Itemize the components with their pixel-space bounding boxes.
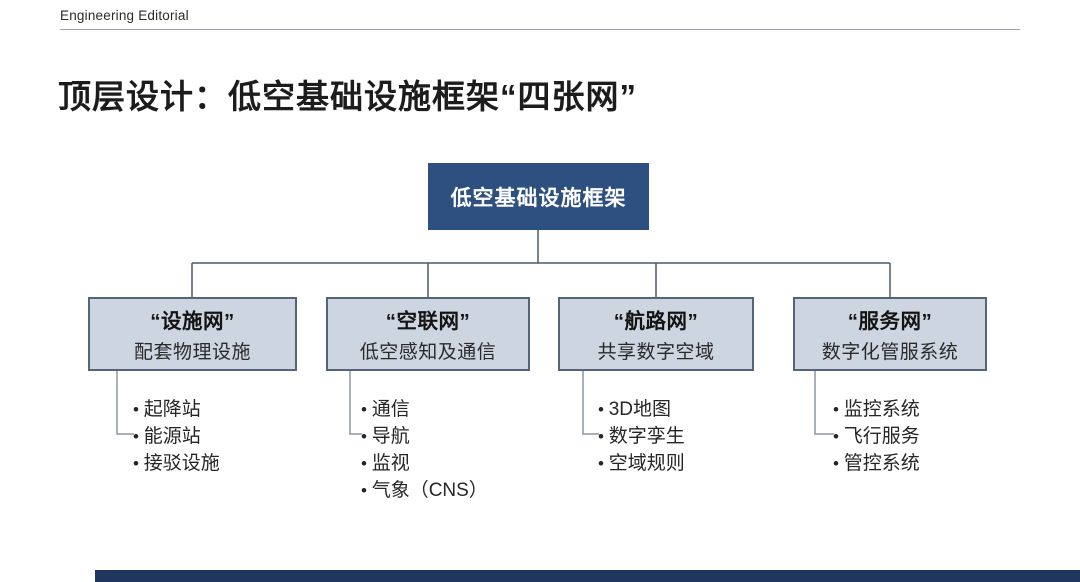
list-item: 起降站 bbox=[133, 396, 220, 423]
root-node-box: 低空基础设施框架 bbox=[428, 163, 649, 230]
list-item: 监视 bbox=[361, 450, 488, 477]
list-item: 接驳设施 bbox=[133, 450, 220, 477]
list-item: 导航 bbox=[361, 423, 488, 450]
branch-list-route-network: 3D地图 数字孪生 空域规则 bbox=[598, 396, 685, 477]
branch-subtitle: 配套物理设施 bbox=[133, 342, 251, 363]
branch-list-facility-network: 起降站 能源站 接驳设施 bbox=[133, 396, 220, 477]
branch-name: “设施网” bbox=[150, 310, 235, 333]
branch-name: “空联网” bbox=[385, 310, 471, 333]
list-item: 数字孪生 bbox=[598, 423, 685, 450]
list-item: 通信 bbox=[361, 396, 488, 423]
branch-list-air-link-network: 通信 导航 监视 气象（CNS） bbox=[361, 396, 488, 504]
footer-accent-bar bbox=[95, 570, 1080, 582]
branch-box-air-link-network: “空联网” 低空感知及通信 bbox=[326, 297, 530, 371]
list-item: 气象（CNS） bbox=[361, 477, 488, 504]
list-item: 能源站 bbox=[133, 423, 220, 450]
branch-box-facility-network: “设施网” 配套物理设施 bbox=[88, 297, 297, 371]
branch-subtitle: 低空感知及通信 bbox=[359, 342, 497, 363]
page-title: 顶层设计：低空基础设施框架“四张网” bbox=[58, 78, 637, 116]
list-item: 管控系统 bbox=[833, 450, 920, 477]
branch-list-service-network: 监控系统 飞行服务 管控系统 bbox=[833, 396, 920, 477]
list-item: 空域规则 bbox=[598, 450, 685, 477]
branch-subtitle: 数字化管服系统 bbox=[821, 342, 959, 363]
branch-name: “航路网” bbox=[613, 310, 699, 333]
branch-box-route-network: “航路网” 共享数字空域 bbox=[558, 297, 754, 371]
brand-label: Engineering Editorial bbox=[60, 8, 189, 23]
branch-name: “服务网” bbox=[847, 310, 933, 333]
branch-subtitle: 共享数字空域 bbox=[597, 342, 715, 363]
header-divider bbox=[60, 29, 1020, 30]
list-item: 3D地图 bbox=[598, 396, 685, 423]
branch-box-service-network: “服务网” 数字化管服系统 bbox=[793, 297, 987, 371]
root-node-label: 低空基础设施框架 bbox=[450, 186, 627, 210]
list-item: 飞行服务 bbox=[833, 423, 920, 450]
list-item: 监控系统 bbox=[833, 396, 920, 423]
